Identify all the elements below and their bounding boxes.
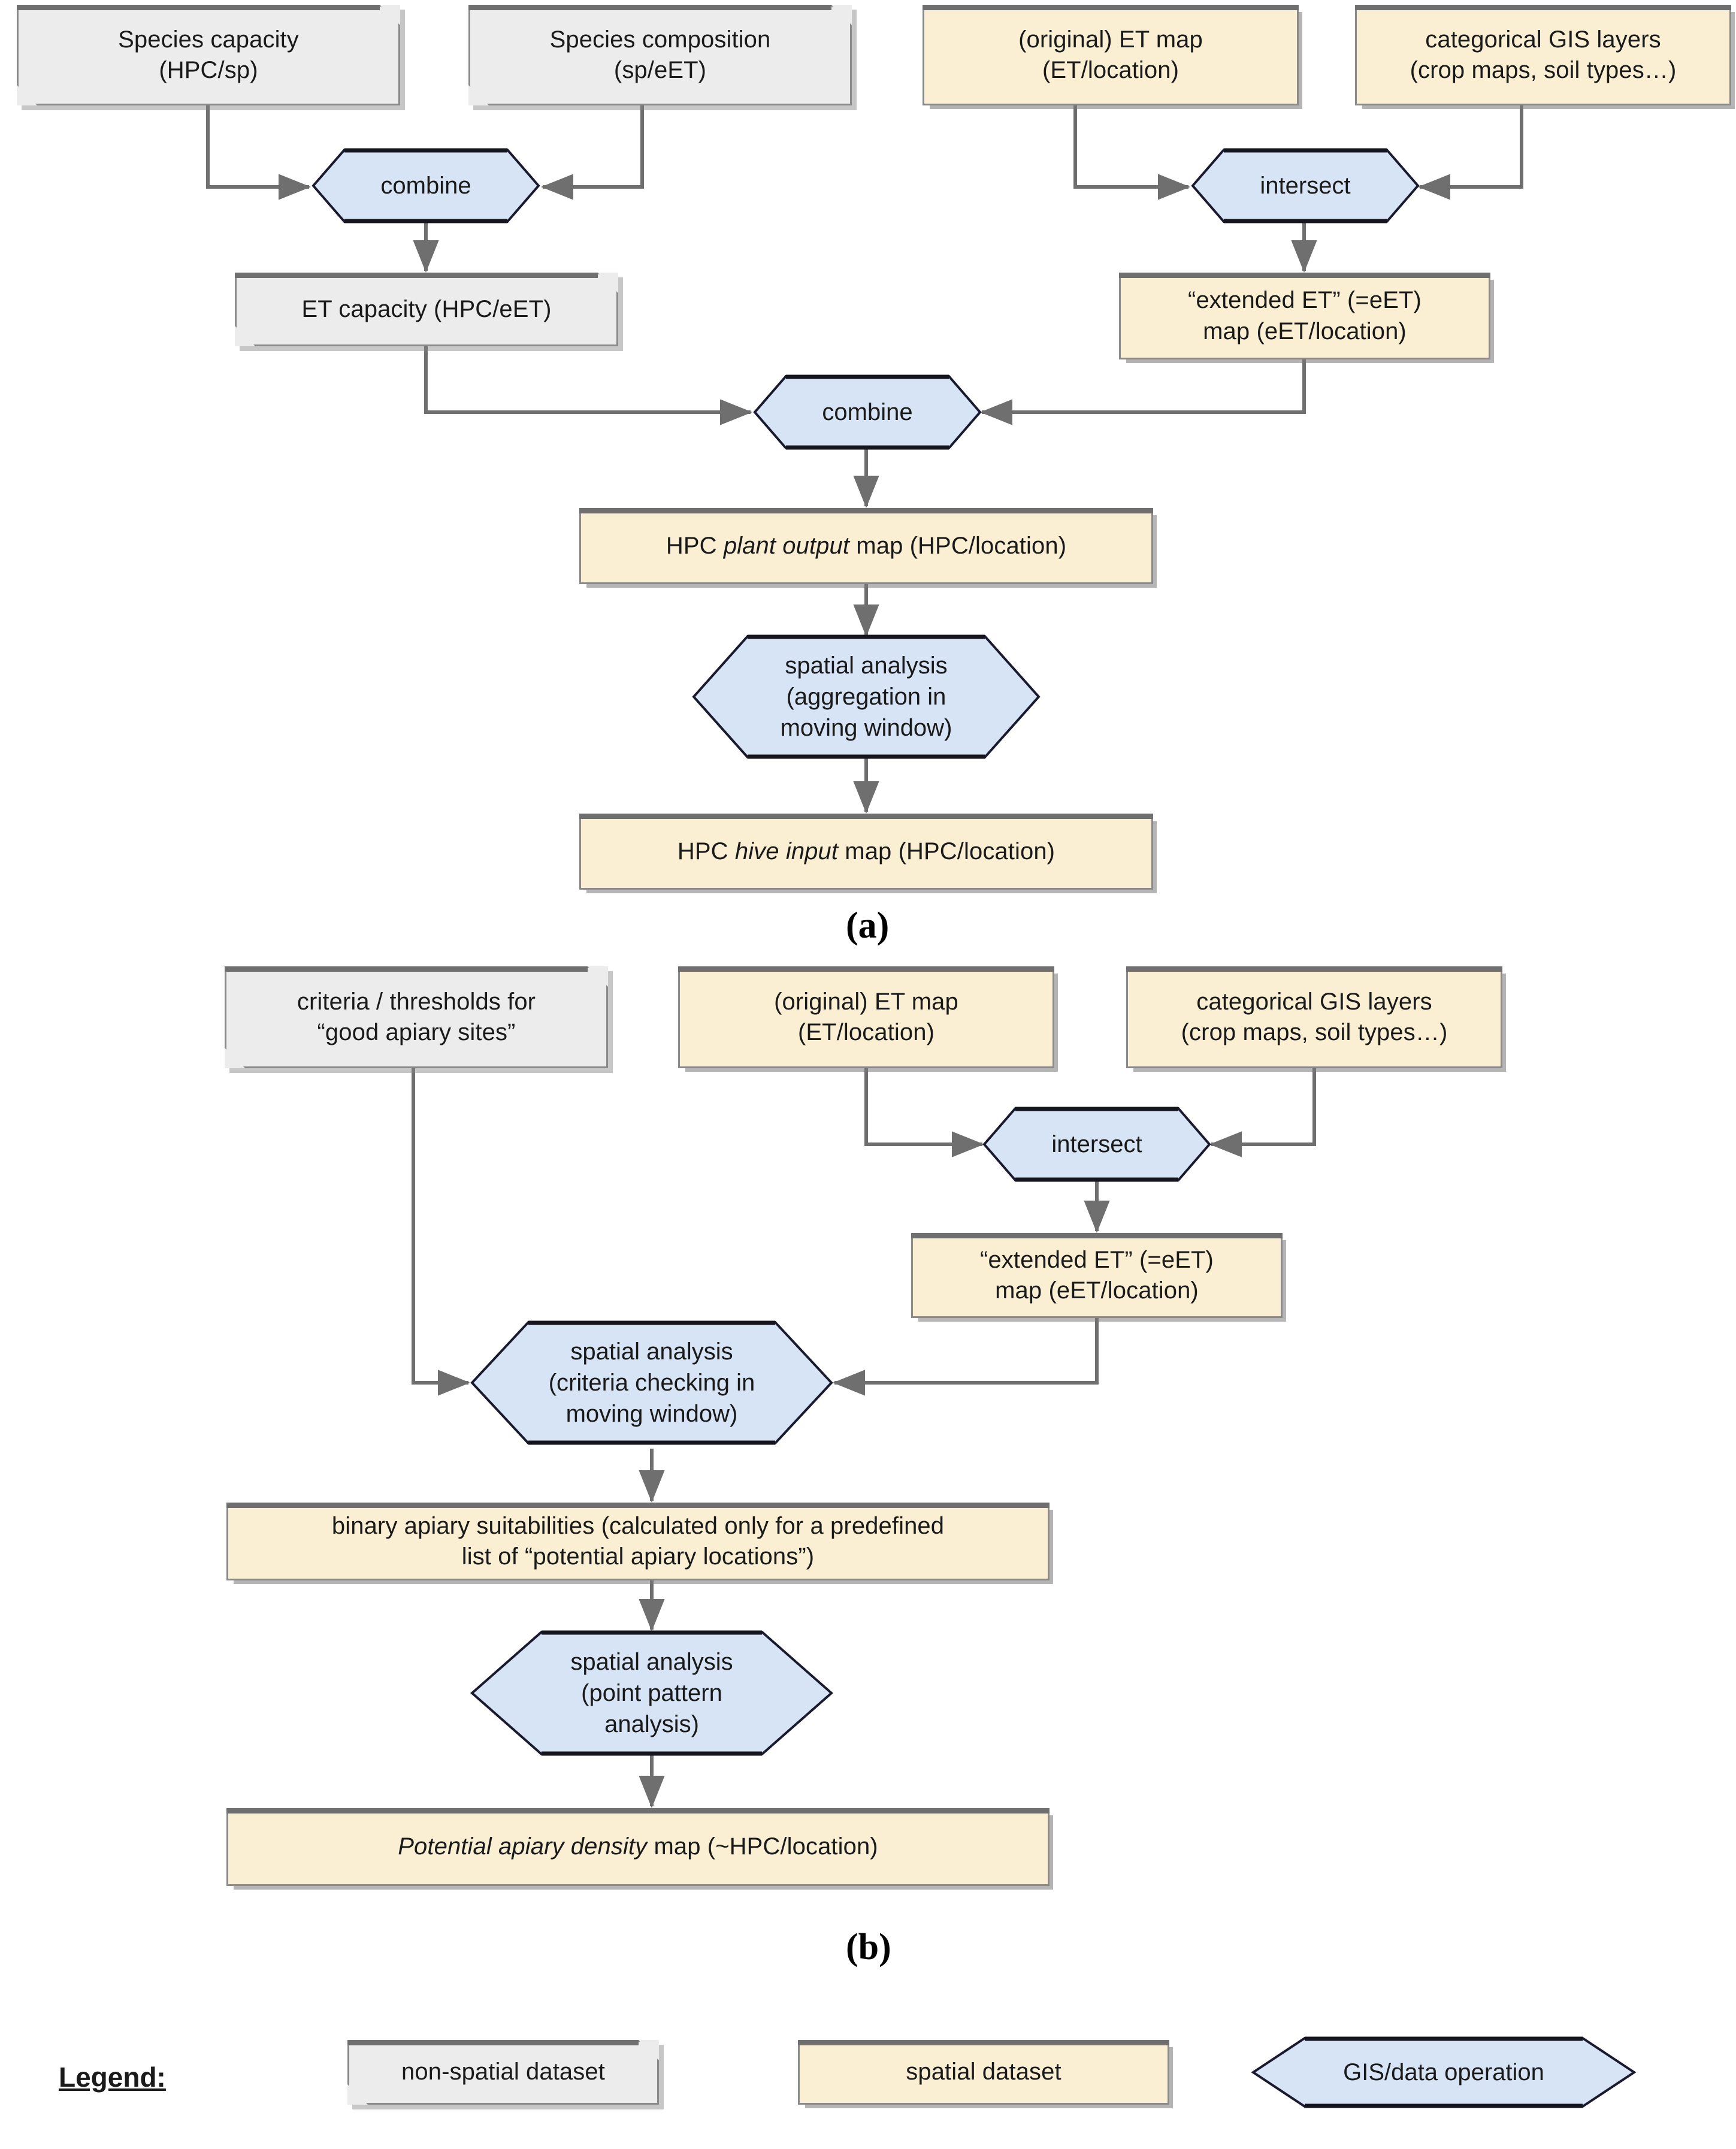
node-label-line1: categorical GIS layers xyxy=(1425,26,1661,53)
node-label-line1: binary apiary suitabilities (calculated … xyxy=(331,1512,945,1539)
node-label-line1: Species composition xyxy=(549,26,771,53)
node-label-emphasis: hive input xyxy=(734,838,839,865)
shape-top-accent xyxy=(235,273,598,278)
node-intersect-b[interactable]: intersect xyxy=(982,1107,1211,1182)
node-extended-et-map-b[interactable]: “extended ET” (=eET) map (eET/location) xyxy=(911,1233,1283,1318)
node-et-capacity[interactable]: ET capacity (HPC/eET) xyxy=(235,273,618,346)
edge-et-capacity-to-combine-mid xyxy=(424,346,752,425)
panel-b-label: (b) xyxy=(846,1927,891,1967)
shape-top-accent xyxy=(225,966,588,972)
legend-item-gis-data-operation[interactable]: GIS/data operation xyxy=(1251,2036,1637,2108)
shape-top-accent xyxy=(17,5,380,10)
node-label-suffix: map (~HPC/location) xyxy=(647,1833,878,1860)
node-label-emphasis: Potential apiary density xyxy=(398,1833,648,1860)
node-label-line2: (ET/location) xyxy=(1042,57,1179,83)
panel-a-label: (a) xyxy=(846,905,890,946)
edge-original-et-to-intersect xyxy=(1073,105,1190,200)
node-label-line2: (crop maps, soil types…) xyxy=(1181,1019,1448,1045)
node-original-et-map-b[interactable]: (original) ET map (ET/location) xyxy=(678,966,1054,1068)
legend-item-label: spatial dataset xyxy=(906,2059,1061,2085)
node-label-line2: (sp/eET) xyxy=(613,57,707,83)
legend-title: Legend: xyxy=(59,2062,166,2093)
node-label: Potential apiary density map (~HPC/locat… xyxy=(239,1831,1037,1862)
node-binary-apiary-suitabilities[interactable]: binary apiary suitabilities (calculated … xyxy=(226,1503,1050,1580)
node-extended-et-map-a[interactable]: “extended ET” (=eET) map (eET/location) xyxy=(1119,273,1490,359)
node-label-emphasis: plant output xyxy=(723,532,850,559)
node-label: HPC plant output map (HPC/location) xyxy=(592,531,1141,561)
node-label-line1: (original) ET map xyxy=(774,988,958,1015)
node-label-suffix: map (HPC/location) xyxy=(849,532,1067,559)
node-spatial-analysis-point-pattern[interactable]: spatial analysis (point pattern analysis… xyxy=(470,1630,834,1756)
shape-fill xyxy=(347,2040,659,2105)
node-label-line2: “good apiary sites” xyxy=(317,1019,516,1045)
node-label-line2: map (eET/location) xyxy=(1203,318,1407,344)
node-species-capacity[interactable]: Species capacity (HPC/sp) xyxy=(17,5,400,105)
edge-original-et-b-to-intersect-b xyxy=(864,1068,984,1157)
node-label-line2: (HPC/sp) xyxy=(159,57,258,83)
node-intersect-top-right[interactable]: intersect xyxy=(1191,148,1420,223)
shape-top-accent xyxy=(468,5,831,10)
shape-top-accent xyxy=(347,2040,639,2045)
node-species-composition[interactable]: Species composition (sp/eET) xyxy=(468,5,852,105)
node-label-suffix: map (HPC/location) xyxy=(838,838,1055,865)
edge-species-composition-to-combine xyxy=(541,105,644,200)
node-label-line1: criteria / thresholds for xyxy=(297,988,536,1015)
node-label: HPC hive input map (HPC/location) xyxy=(592,836,1141,867)
node-label-line2: (ET/location) xyxy=(797,1019,935,1045)
node-combine-top-left[interactable]: combine xyxy=(311,148,540,223)
node-label-prefix: HPC xyxy=(677,838,735,865)
node-label-line1: “extended ET” (=eET) xyxy=(980,1246,1214,1273)
edge-criteria-to-criteria-checking xyxy=(412,1068,470,1396)
edge-extended-et-b-to-criteria-checking xyxy=(833,1318,1099,1396)
edge-gis-layers-to-intersect xyxy=(1418,105,1523,200)
node-spatial-analysis-aggregation[interactable]: spatial analysis (aggregation in moving … xyxy=(692,634,1041,759)
node-label-line2: (crop maps, soil types…) xyxy=(1410,57,1677,83)
edge-species-capacity-to-combine xyxy=(206,105,311,200)
node-hpc-hive-input-map[interactable]: HPC hive input map (HPC/location) xyxy=(579,814,1153,890)
node-criteria-thresholds[interactable]: criteria / thresholds for “good apiary s… xyxy=(225,966,608,1068)
node-label-line2: map (eET/location) xyxy=(995,1277,1199,1304)
legend-item-label: non-spatial dataset xyxy=(401,2059,605,2085)
node-combine-mid[interactable]: combine xyxy=(753,374,982,450)
edge-gis-layers-b-to-intersect-b xyxy=(1209,1068,1316,1157)
node-hpc-plant-output-map[interactable]: HPC plant output map (HPC/location) xyxy=(579,508,1153,584)
node-spatial-analysis-criteria-checking[interactable]: spatial analysis (criteria checking in m… xyxy=(470,1320,833,1445)
node-label-prefix: HPC xyxy=(666,532,724,559)
shape-fill xyxy=(17,5,400,105)
node-label-line1: Species capacity xyxy=(118,26,299,53)
node-categorical-gis-layers-b[interactable]: categorical GIS layers (crop maps, soil … xyxy=(1126,966,1502,1068)
node-categorical-gis-layers-a[interactable]: categorical GIS layers (crop maps, soil … xyxy=(1355,5,1731,105)
node-potential-apiary-density-map[interactable]: Potential apiary density map (~HPC/locat… xyxy=(226,1808,1050,1886)
node-original-et-map-a[interactable]: (original) ET map (ET/location) xyxy=(923,5,1299,105)
node-label-line1: categorical GIS layers xyxy=(1196,988,1432,1015)
legend-item-non-spatial-dataset[interactable]: non-spatial dataset xyxy=(347,2040,659,2105)
node-label-line2: list of “potential apiary locations”) xyxy=(461,1543,815,1570)
legend-item-spatial-dataset[interactable]: spatial dataset xyxy=(798,2040,1169,2105)
edge-extended-et-to-combine-mid xyxy=(980,359,1306,425)
node-label-line1: “extended ET” (=eET) xyxy=(1188,287,1422,314)
node-label-line1: (original) ET map xyxy=(1018,26,1203,53)
node-label-line1: ET capacity (HPC/eET) xyxy=(301,295,552,322)
